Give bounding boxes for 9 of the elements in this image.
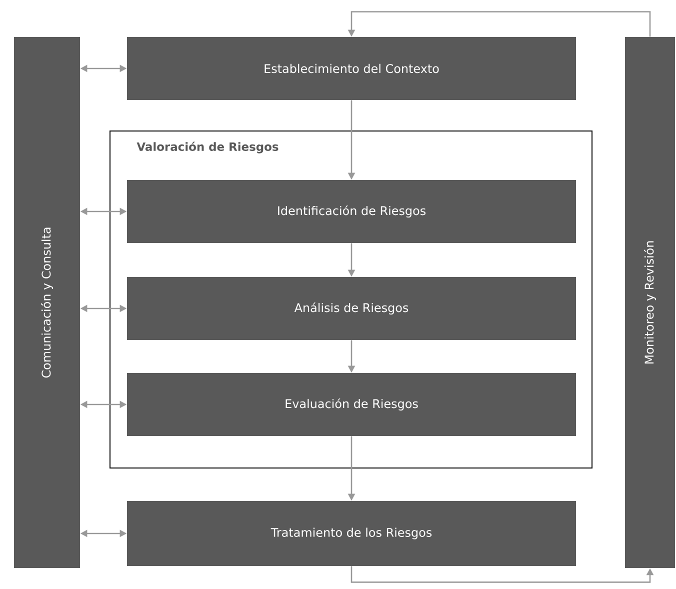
group-frame bbox=[110, 130, 592, 468]
side-bar: Monitoreo y Revisión bbox=[625, 36, 675, 568]
process-box: Identificación de Riesgos bbox=[127, 180, 576, 243]
side-bar: Comunicación y Consulta bbox=[14, 36, 80, 568]
process-box: Tratamiento de los Riesgos bbox=[127, 500, 576, 566]
process-box: Establecimiento del Contexto bbox=[127, 37, 576, 100]
process-box: Evaluación de Riesgos bbox=[127, 372, 576, 436]
frame-heading: Valoración de Riesgos bbox=[136, 142, 278, 154]
process-box: Análisis de Riesgos bbox=[127, 276, 576, 340]
